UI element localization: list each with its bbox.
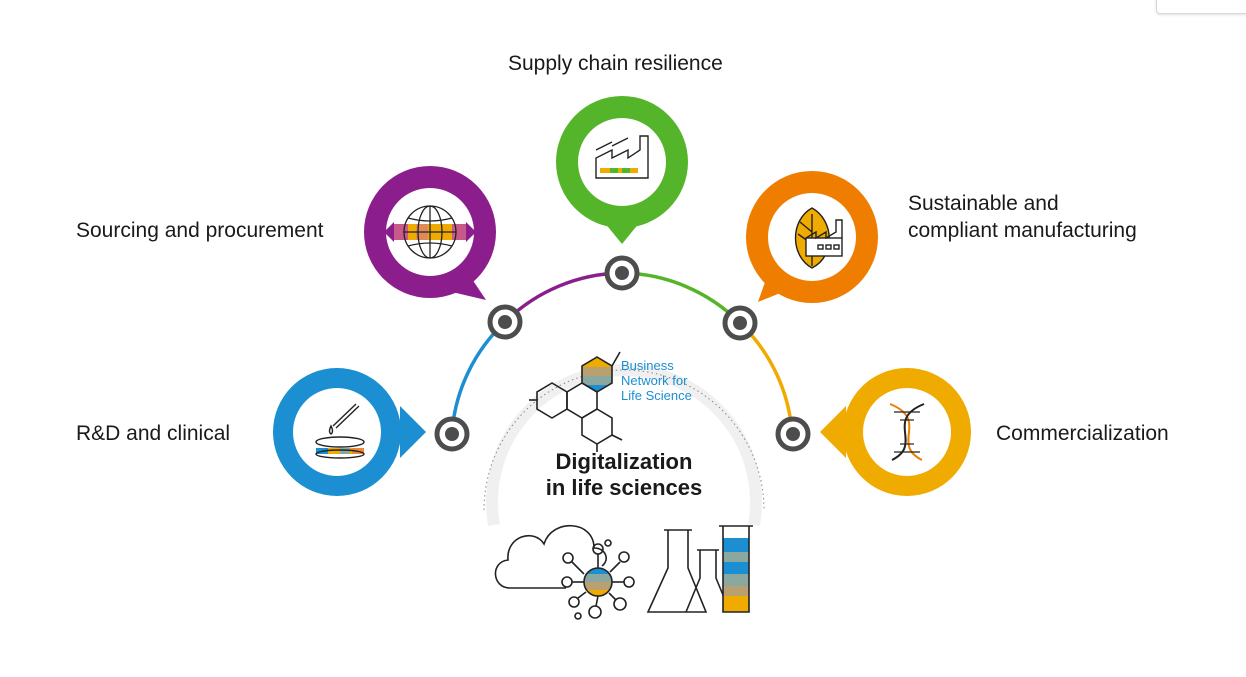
network-line1: Business [621,358,674,373]
bubble-sustainable [746,171,878,303]
connector-dot-sustainable [722,305,758,341]
inner-arc [483,364,765,527]
dna-icon [889,403,925,461]
label-supply-chain: Supply chain resilience [508,52,723,75]
bubble-rd [273,368,426,496]
center-title-line1: Digitalization [555,449,693,474]
leaf-factory-icon [794,207,843,269]
bubble-supply [556,96,688,244]
label-sustainable-line2: compliant manufacturing [908,219,1137,242]
corner-card [1156,0,1246,14]
label-rd-clinical: R&D and clinical [76,422,231,445]
business-network-text: Business Network for Life Science [621,358,692,403]
bubble-commercial [820,368,971,496]
molecule-logo-icon [529,351,623,452]
connector-dot-rd [434,416,470,452]
connector-dot-supply [604,255,640,291]
main-arc [450,271,794,434]
arc-blue [450,320,507,434]
label-sourcing-procurement: Sourcing and procurement [76,219,324,242]
arc-orange [738,321,794,434]
arc-green [620,271,742,325]
label-sustainable-manufacturing: Sustainable and compliant manufacturing [908,190,1137,244]
petri-dish-icon [315,403,365,459]
network-line3: Life Science [621,388,692,403]
label-sustainable-line1: Sustainable and [908,192,1059,215]
factory-icon [595,135,649,179]
lab-glassware-icon [646,525,753,613]
center-title: Digitalization in life sciences [524,449,724,501]
label-commercialization: Commercialization [996,422,1169,445]
bubble-sourcing [364,166,496,300]
connector-dots [434,255,811,452]
globe-icon [384,205,476,259]
cloud-network-icon [494,524,635,620]
network-line2: Network for [621,373,688,388]
center-title-line2: in life sciences [545,475,703,500]
connector-dot-sourcing [487,304,523,340]
connector-dot-commercial [775,416,811,452]
arc-purple [503,271,624,324]
